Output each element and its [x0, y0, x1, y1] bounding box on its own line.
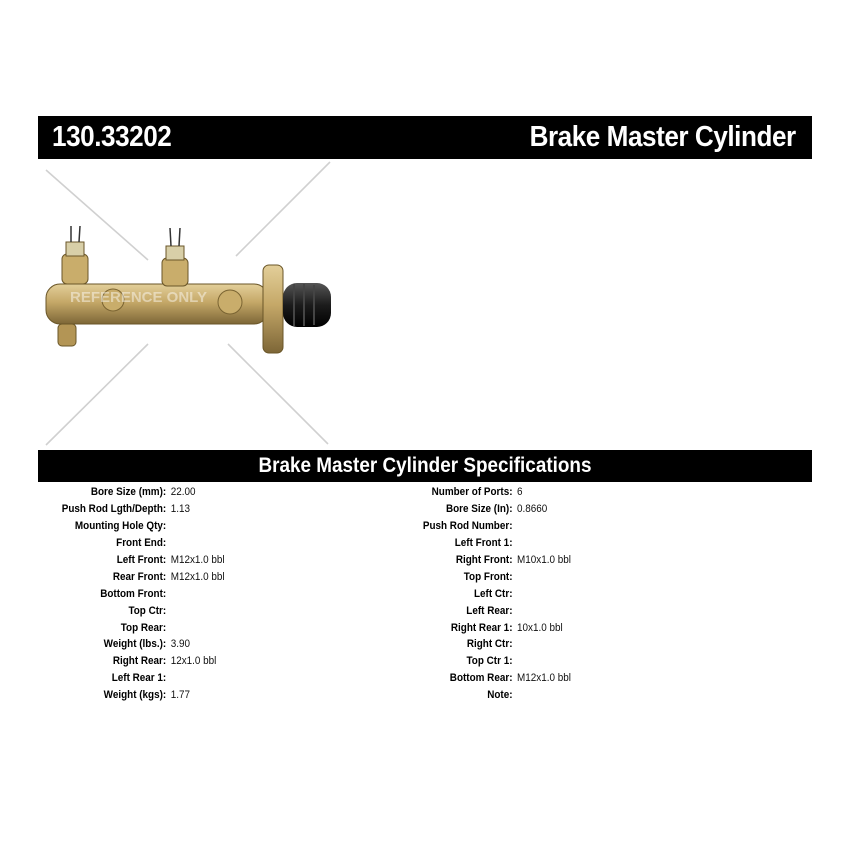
spec-label: Top Ctr 1:: [466, 655, 513, 668]
product-title: Brake Master Cylinder: [529, 121, 797, 153]
spec-row: Push Rod Lgth/Depth:1.13: [42, 501, 225, 518]
spec-label: Push Rod Number:: [422, 520, 513, 533]
spec-label: Note:: [487, 689, 513, 702]
spec-row: Right Rear 1: 10x1.0 bbl: [400, 619, 571, 636]
spec-value: 6: [517, 486, 523, 499]
spec-label: Top Ctr:: [128, 604, 167, 617]
spec-row: Left Front:M12x1.0 bbl: [42, 552, 225, 569]
spec-value: M12x1.0 bbl: [170, 554, 225, 566]
watermark-text: REFERENCE ONLY: [70, 289, 207, 306]
spec-row: Bore Size (mm):22.00: [42, 484, 225, 501]
spec-row: Number of Ports: 6: [400, 484, 571, 501]
spec-row: Weight (kgs):1.77: [42, 687, 225, 704]
brake-master-cylinder-photo-icon: REFERENCE ONLY: [45, 161, 331, 446]
spec-label: Weight (lbs.):: [103, 638, 167, 651]
spec-label: Front End:: [116, 537, 167, 550]
spec-value: 10x1.0 bbl: [517, 621, 563, 634]
spec-label: Left Front 1:: [454, 537, 513, 550]
spec-label: Top Front:: [463, 570, 513, 583]
spec-value: 1.77: [170, 689, 190, 702]
spec-value: M12x1.0 bbl: [170, 570, 225, 583]
spec-label: Right Front:: [455, 554, 513, 566]
spec-row: Right Rear:12x1.0 bbl: [42, 653, 225, 670]
spec-label: Right Ctr:: [466, 638, 513, 651]
crop-guide-lines: [45, 161, 331, 446]
spec-label: Left Ctr:: [473, 587, 513, 600]
spec-row: Top Front:: [400, 568, 571, 585]
spec-value: 0.8660: [517, 503, 548, 516]
spec-label: Rear Front:: [112, 570, 167, 583]
spec-label: Right Rear:: [112, 655, 167, 668]
spec-row: Bottom Rear: M12x1.0 bbl: [400, 670, 571, 687]
spec-row: Front End:: [42, 535, 225, 552]
spec-label: Push Rod Lgth/Depth:: [61, 503, 167, 516]
spec-label: Weight (kgs):: [103, 689, 167, 702]
header-bar: 130.33202 Brake Master Cylinder: [38, 116, 812, 159]
spec-value: M12x1.0 bbl: [517, 672, 571, 685]
spec-row: Left Ctr:: [400, 585, 571, 602]
spec-row: Push Rod Number:: [400, 518, 571, 535]
spec-label: Bore Size (mm):: [90, 486, 167, 499]
spec-value: 1.13: [170, 503, 190, 516]
spec-section-bar: Brake Master Cylinder Specifications: [38, 450, 812, 482]
spec-row: Bottom Front:: [42, 585, 225, 602]
specs-left-column: Bore Size (mm):22.00 Push Rod Lgth/Depth…: [42, 484, 225, 704]
specs-right-column: Number of Ports:6 Bore Size (In):0.8660 …: [400, 484, 571, 704]
spec-value: 3.90: [170, 638, 190, 651]
spec-label: Mounting Hole Qty:: [74, 520, 167, 533]
spec-row: Right Ctr:: [400, 636, 571, 653]
spec-label: Bore Size (In):: [445, 503, 513, 516]
spec-row: Weight (lbs.):3.90: [42, 636, 225, 653]
spec-label: Right Rear 1:: [450, 621, 513, 634]
spec-row: Top Rear:: [42, 619, 225, 636]
spec-value: M10x1.0 bbl: [517, 554, 571, 566]
spec-value: 12x1.0 bbl: [170, 655, 217, 668]
spec-row: Note:: [400, 687, 571, 704]
spec-label: Bottom Rear:: [449, 672, 513, 685]
spec-label: Top Rear:: [120, 621, 167, 634]
spec-row: Left Rear:: [400, 602, 571, 619]
spec-label: Left Rear:: [466, 604, 513, 617]
spec-row: Right Front: M10x1.0 bbl: [400, 552, 571, 569]
spec-label: Bottom Front:: [100, 587, 167, 600]
spec-value: 22.00: [170, 486, 196, 499]
spec-row: Top Ctr 1:: [400, 653, 571, 670]
spec-row: Left Front 1:: [400, 535, 571, 552]
spec-row: Mounting Hole Qty:: [42, 518, 225, 535]
spec-label: Left Front:: [116, 554, 167, 566]
product-photo: REFERENCE ONLY: [38, 160, 338, 450]
spec-row: Bore Size (In): 0.8660: [400, 501, 571, 518]
part-number: 130.33202: [52, 121, 172, 153]
spec-label: Number of Ports:: [431, 486, 513, 499]
spec-section-title: Brake Master Cylinder Specifications: [258, 454, 592, 477]
spec-row: Top Ctr:: [42, 602, 225, 619]
spec-label: Left Rear 1:: [111, 672, 167, 685]
spec-row: Rear Front:M12x1.0 bbl: [42, 568, 225, 585]
spec-row: Left Rear 1:: [42, 670, 225, 687]
